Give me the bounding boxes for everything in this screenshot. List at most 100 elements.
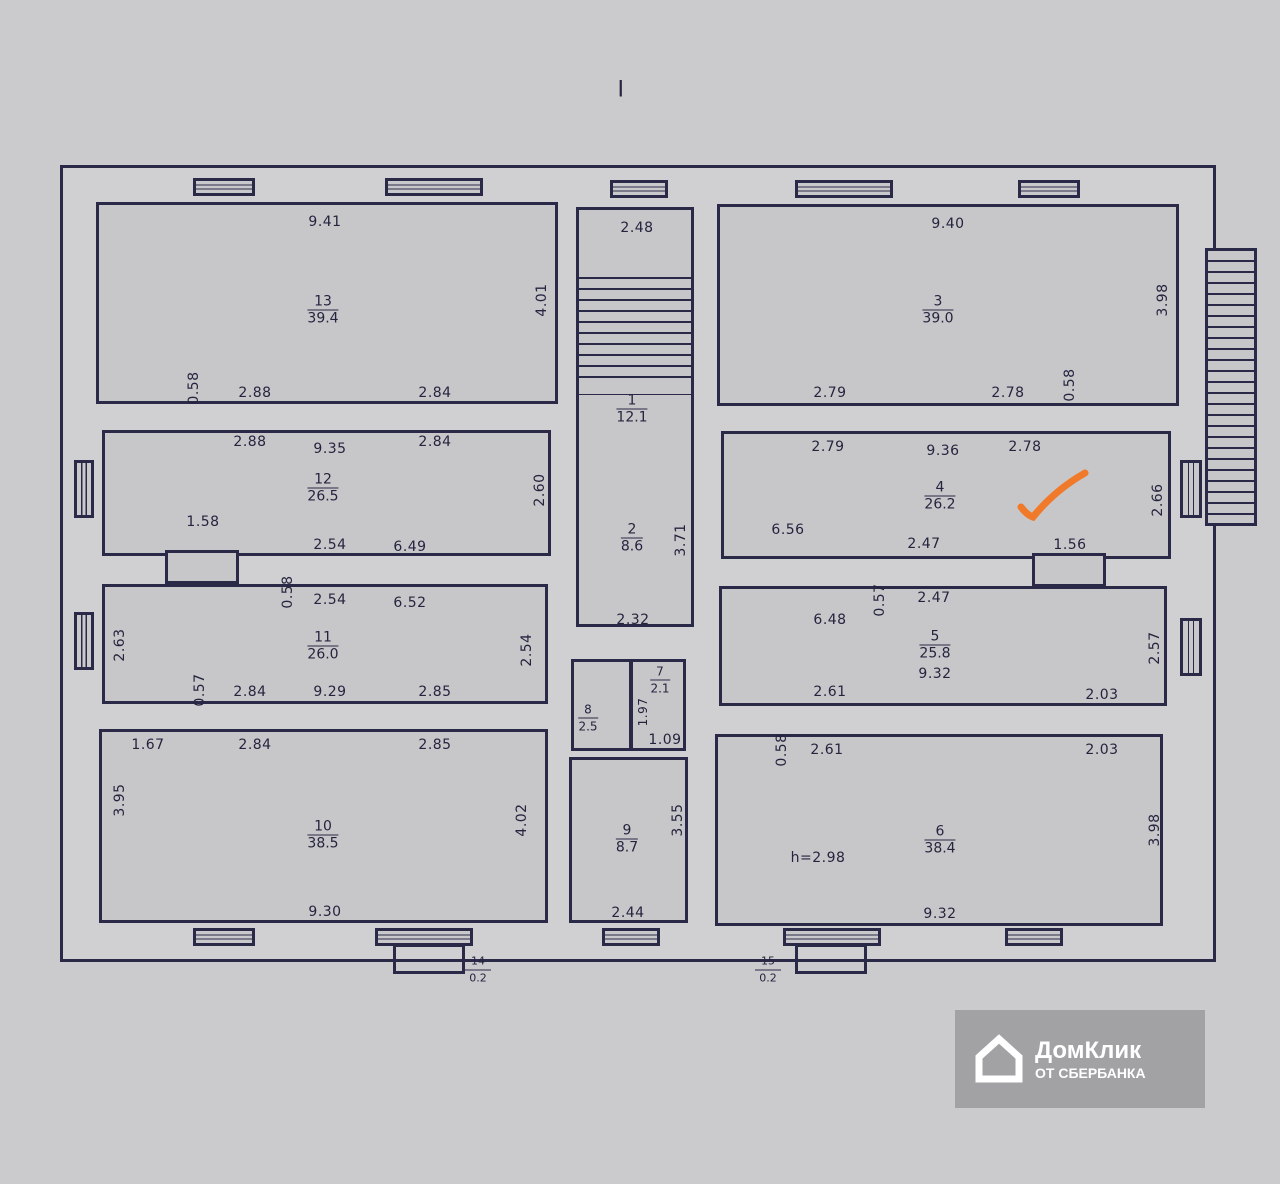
window	[74, 460, 94, 518]
room-13	[96, 202, 558, 404]
dimension: 2.63	[112, 628, 128, 662]
wall-niche	[1032, 553, 1106, 587]
window	[610, 180, 668, 198]
external-stairs	[1205, 248, 1257, 526]
room-10	[99, 729, 548, 923]
window	[1005, 928, 1063, 946]
dimension: 9.32	[923, 906, 957, 922]
dimension: 9.36	[926, 443, 960, 459]
sheet-label: I	[617, 77, 625, 103]
dimension: 4.02	[514, 803, 530, 837]
dimension: 2.44	[611, 905, 645, 921]
checkmark-icon	[1017, 469, 1089, 522]
window	[1180, 618, 1202, 676]
dimension: 0.57	[192, 673, 208, 707]
ceiling-height: h=2.98	[790, 850, 846, 866]
dimension: 3.71	[673, 523, 689, 557]
window	[1180, 460, 1202, 518]
dimension: 2.47	[917, 590, 951, 606]
dimension: 9.32	[918, 666, 952, 682]
dimension: 3.98	[1147, 813, 1163, 847]
internal-stairs	[579, 268, 691, 386]
window	[74, 612, 94, 670]
watermark-brand: ДомКлик	[1035, 1037, 1142, 1064]
room-11	[102, 584, 548, 704]
dimension: 9.40	[931, 216, 965, 232]
dimension: 1.09	[648, 732, 682, 748]
room-12	[102, 430, 551, 556]
dimension: 9.29	[313, 684, 347, 700]
dimension: 2.88	[238, 385, 272, 401]
dimension: 2.54	[313, 537, 347, 553]
entrance-porch	[795, 944, 867, 974]
entrance-porch	[393, 944, 465, 974]
window	[193, 928, 255, 946]
room-9	[569, 757, 688, 923]
dimension: 9.35	[313, 441, 347, 457]
dimension: 2.84	[418, 434, 452, 450]
dimension: 0.58	[280, 575, 296, 609]
dimension: 2.79	[813, 385, 847, 401]
watermark-sub: ОТ СБЕРБАНКА	[1035, 1065, 1146, 1081]
dimension: 0.58	[1062, 368, 1078, 402]
dimension: 2.84	[233, 684, 267, 700]
dimension: 2.54	[519, 633, 535, 667]
dimension: 6.49	[393, 539, 427, 555]
dimension: 2.03	[1085, 687, 1119, 703]
room-5	[719, 586, 1167, 706]
window	[602, 928, 660, 946]
dimension: 6.48	[813, 612, 847, 628]
dimension: 2.61	[810, 742, 844, 758]
room-3	[717, 204, 1179, 406]
window	[385, 178, 483, 196]
dimension: 1.58	[186, 514, 220, 530]
dimension: 2.03	[1085, 742, 1119, 758]
dimension: 2.47	[907, 536, 941, 552]
dimension: 2.61	[813, 684, 847, 700]
dimension: 0.58	[186, 371, 202, 405]
room-4	[721, 431, 1171, 559]
room-2-corridor	[576, 395, 694, 627]
dimension: 4.01	[534, 283, 550, 317]
dimension: 2.32	[616, 612, 650, 628]
dimension: 2.54	[313, 592, 347, 608]
room-7	[630, 659, 686, 751]
dimension: 2.66	[1150, 483, 1166, 517]
window	[1018, 180, 1080, 198]
house-logo-icon	[975, 1034, 1023, 1083]
dimension: 2.79	[811, 439, 845, 455]
window	[193, 178, 255, 196]
dimension: 1.97	[636, 697, 650, 727]
dimension: 2.48	[620, 220, 654, 236]
dimension: 2.88	[233, 434, 267, 450]
dimension: 2.57	[1147, 631, 1163, 665]
dimension: 6.56	[771, 522, 805, 538]
dimension: 9.30	[308, 904, 342, 920]
dimension: 3.55	[670, 803, 686, 837]
dimension: 1.67	[131, 737, 165, 753]
window	[795, 180, 893, 198]
dimension: 3.98	[1155, 283, 1171, 317]
dimension: 2.78	[1008, 439, 1042, 455]
dimension: 1.56	[1053, 537, 1087, 553]
dimension: 3.95	[112, 783, 128, 817]
room-6	[715, 734, 1163, 926]
watermark: ДомКлик ОТ СБЕРБАНКА	[955, 1010, 1205, 1108]
dimension: 2.60	[532, 473, 548, 507]
dimension: 2.85	[418, 684, 452, 700]
dimension: 2.84	[418, 385, 452, 401]
dimension: 2.78	[991, 385, 1025, 401]
wall-niche	[165, 550, 239, 584]
